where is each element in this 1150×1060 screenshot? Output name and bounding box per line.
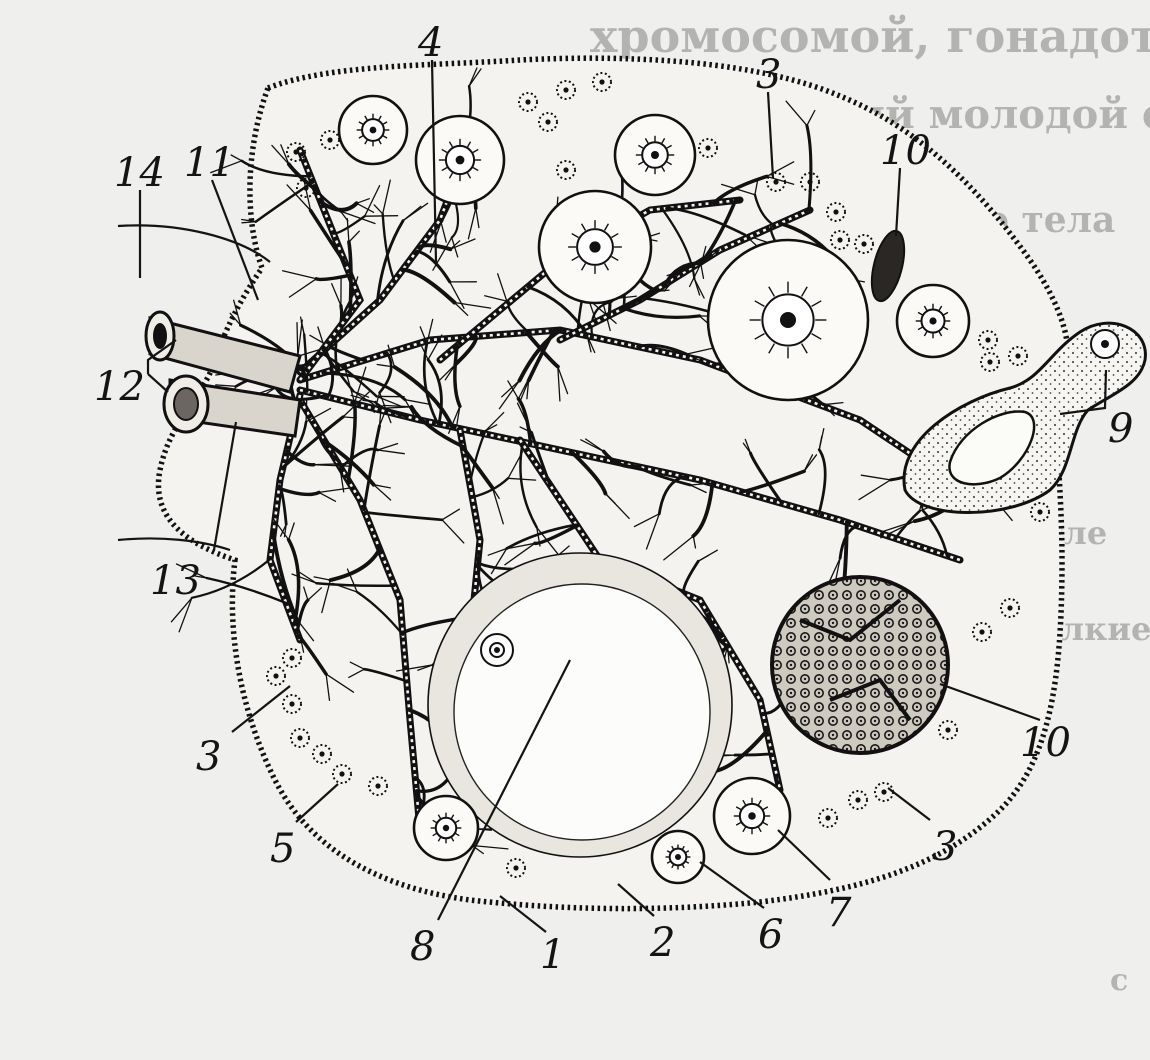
background-text-line: хромосомой, гонадотропин — [590, 9, 1150, 63]
label-5: 5 — [270, 826, 295, 872]
primordial-nucleus — [525, 99, 530, 104]
label-3-right: 3 — [932, 824, 957, 870]
label-11: 11 — [184, 140, 235, 186]
label-6: 6 — [758, 912, 783, 958]
primordial-nucleus — [825, 815, 830, 820]
label-10-top: 10 — [880, 128, 931, 174]
primordial-nucleus — [773, 179, 778, 184]
label-8: 8 — [410, 924, 435, 970]
primordial-nucleus — [375, 783, 380, 788]
primordial-nucleus — [545, 119, 550, 124]
primordial-nucleus — [319, 751, 324, 756]
primordial-nucleus — [855, 797, 860, 802]
primordial-nucleus — [1015, 353, 1020, 358]
primordial-nucleus — [339, 771, 344, 776]
label-4-top: 4 — [417, 20, 443, 66]
vessel-branch — [735, 754, 772, 755]
primordial-nucleus — [705, 145, 710, 150]
label-14: 14 — [114, 150, 165, 196]
primordial-nucleus — [807, 179, 812, 184]
primordial-nucleus — [945, 727, 950, 732]
nucleus — [651, 151, 659, 159]
primordial-nucleus — [861, 241, 866, 246]
vessel-branch — [349, 242, 351, 313]
primordial-nucleus — [987, 359, 992, 364]
primordial-nucleus — [1037, 509, 1042, 514]
primordial-nucleus — [293, 149, 298, 154]
primordial-nucleus — [303, 185, 308, 190]
atretic-body — [772, 577, 948, 753]
primordial-nucleus — [979, 629, 984, 634]
label-13: 13 — [150, 558, 201, 604]
nucleus — [370, 127, 377, 134]
primordial-nucleus — [881, 789, 886, 794]
primordial-nucleus — [289, 655, 294, 660]
vessel-twig — [306, 399, 307, 422]
primordial-nucleus — [1007, 605, 1012, 610]
nucleus — [589, 241, 600, 252]
primordial-nucleus — [297, 735, 302, 740]
primordial-nucleus — [833, 209, 838, 214]
label-10-right: 10 — [1020, 720, 1071, 766]
nucleus — [675, 854, 681, 860]
vessel-twig — [297, 323, 298, 356]
nucleus — [456, 156, 465, 165]
label-3-left: 3 — [196, 734, 221, 780]
primordial-nucleus — [513, 865, 518, 870]
primordial-nucleus — [563, 87, 568, 92]
primordial-nucleus — [273, 673, 278, 678]
label-7: 7 — [826, 890, 852, 936]
primordial-nucleus — [327, 137, 332, 142]
primordial-nucleus — [563, 167, 568, 172]
vessel-twig — [365, 216, 398, 217]
nucleus — [443, 825, 449, 831]
label-2: 2 — [649, 920, 675, 966]
primordial-nucleus — [985, 337, 990, 342]
nucleus — [929, 317, 936, 324]
label-1: 1 — [540, 932, 565, 978]
primordial-nucleus — [837, 237, 842, 242]
label-3-top: 3 — [756, 52, 781, 98]
background-text-line: с — [1110, 963, 1128, 998]
nucleus — [780, 312, 796, 328]
label-12: 12 — [94, 364, 145, 410]
primordial-nucleus — [289, 701, 294, 706]
nucleus — [748, 812, 756, 820]
label-9: 9 — [1108, 406, 1133, 452]
primordial-nucleus — [599, 79, 604, 84]
